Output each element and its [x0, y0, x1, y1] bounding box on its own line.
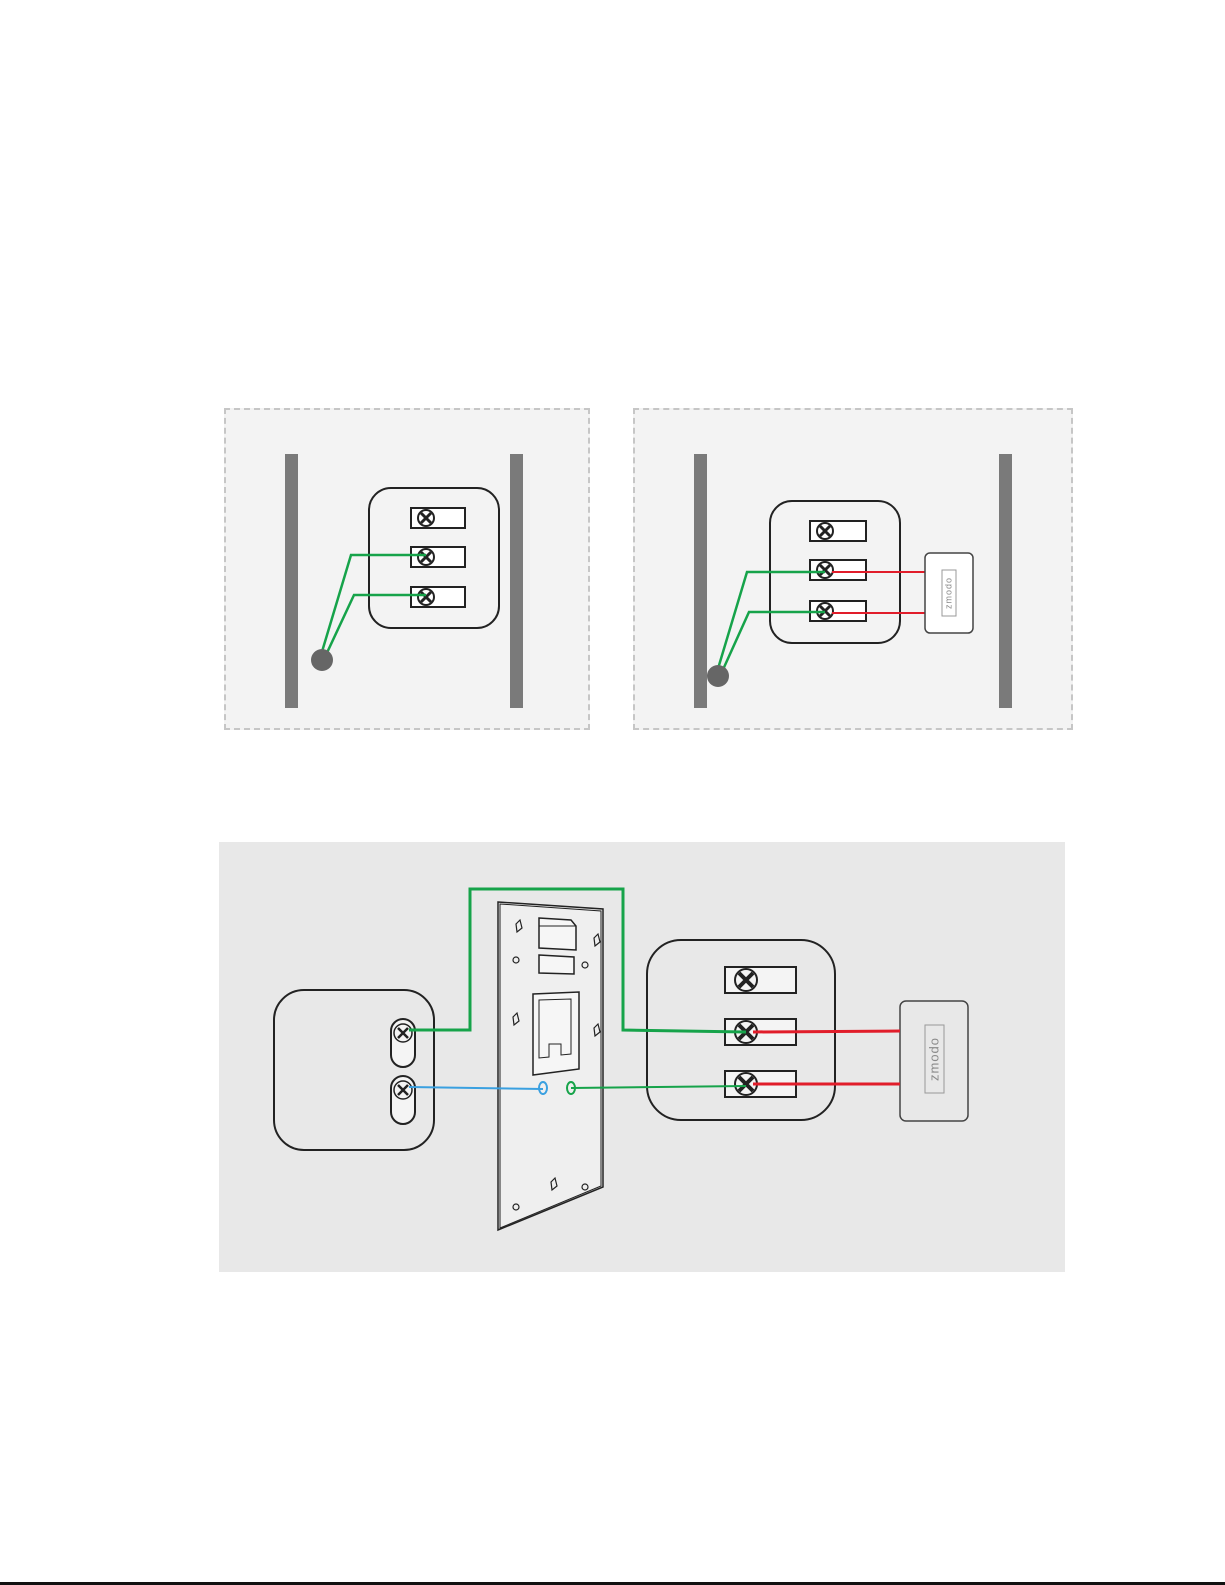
mounting-plate	[498, 902, 603, 1230]
doorbell-terminal-top	[391, 1019, 415, 1067]
doorbell-unit	[274, 990, 434, 1150]
terminal-middle	[810, 560, 866, 580]
doorbell-terminal-bottom	[391, 1076, 415, 1124]
after-wiring-diagram: zmodo	[635, 410, 1075, 732]
chime-terminal-top	[725, 967, 796, 993]
wire-bundle	[311, 649, 333, 671]
right-wall-stud	[510, 454, 523, 708]
terminal-middle	[411, 547, 465, 567]
adapter-label: zmodo	[926, 1037, 941, 1081]
after-wiring-panel: zmodo	[633, 408, 1073, 730]
left-wall-stud	[285, 454, 298, 708]
right-wall-stud	[999, 454, 1012, 708]
before-wiring-diagram	[226, 410, 592, 732]
before-wiring-panel	[224, 408, 590, 730]
terminal-top	[411, 508, 465, 528]
red-wire-1	[753, 1031, 900, 1032]
adapter-label: zmodo	[943, 577, 953, 609]
wire-bundle	[707, 665, 729, 687]
doorbell-detail-diagram: zmodo	[219, 842, 1065, 1272]
left-wall-stud	[694, 454, 707, 708]
terminal-top	[810, 521, 866, 541]
terminal-bottom	[411, 587, 465, 607]
doorbell-detail-panel: zmodo	[219, 842, 1065, 1272]
